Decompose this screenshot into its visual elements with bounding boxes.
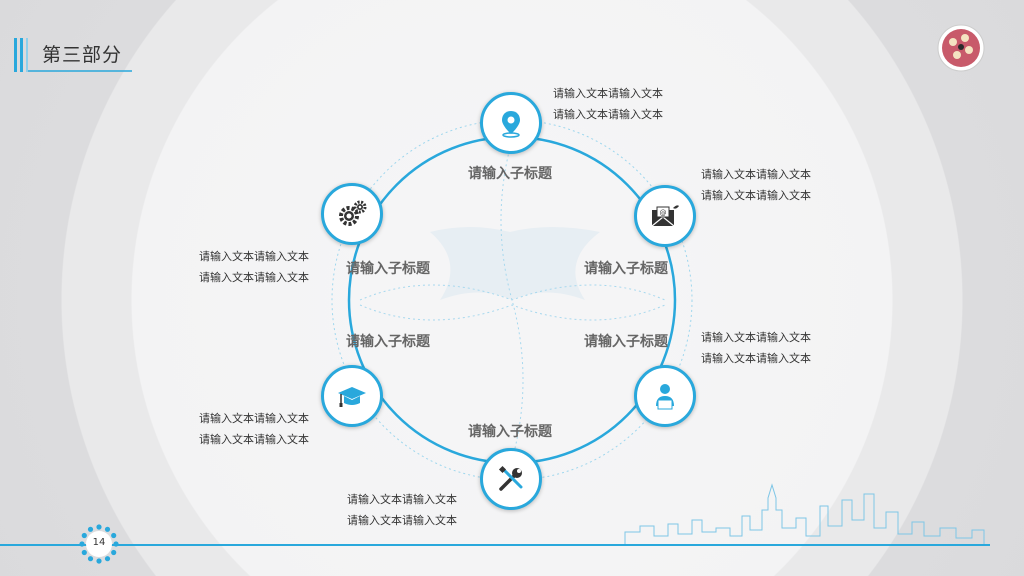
description-top-right: 请输入文本请输入文本 请输入文本请输入文本 (701, 168, 811, 202)
subtitle-bottom-right: 请输入子标题 (584, 334, 668, 350)
node-tools (480, 448, 542, 510)
node-email: @ (634, 185, 696, 247)
node-settings (321, 183, 383, 245)
header-accent (14, 38, 132, 72)
subtitle-bottom: 请输入子标题 (468, 424, 552, 440)
graduation-cap-icon (338, 387, 366, 407)
description-bottom-left: 请输入文本请输入文本 请输入文本请输入文本 (199, 412, 309, 446)
description-bottom: 请输入文本请输入文本 请输入文本请输入文本 (347, 493, 457, 527)
description-bottom-right: 请输入文本请输入文本 请输入文本请输入文本 (701, 331, 811, 365)
location-pin-icon (502, 111, 520, 138)
subtitle-top: 请输入子标题 (468, 166, 552, 182)
node-user (634, 365, 696, 427)
subtitle-top-left: 请输入子标题 (346, 261, 430, 277)
tools-icon (498, 465, 523, 491)
city-skyline-icon (624, 483, 985, 544)
logo-badge-icon (937, 24, 985, 72)
node-location (480, 92, 542, 154)
description-top-left: 请输入文本请输入文本 请输入文本请输入文本 (199, 250, 309, 284)
page-title: 第三部分 (42, 44, 123, 66)
page-number-badge (79, 524, 119, 564)
gears-icon (339, 200, 367, 226)
subtitle-bottom-left: 请输入子标题 (346, 334, 430, 350)
page-number: 14 (92, 537, 106, 548)
node-education (321, 365, 383, 427)
footer-line (0, 544, 990, 546)
user-laptop-icon (656, 384, 674, 410)
svg-text:@: @ (660, 209, 667, 217)
subtitle-top-right: 请输入子标题 (584, 261, 668, 277)
description-top: 请输入文本请输入文本 请输入文本请输入文本 (553, 87, 663, 121)
email-icon: @ (651, 205, 679, 227)
